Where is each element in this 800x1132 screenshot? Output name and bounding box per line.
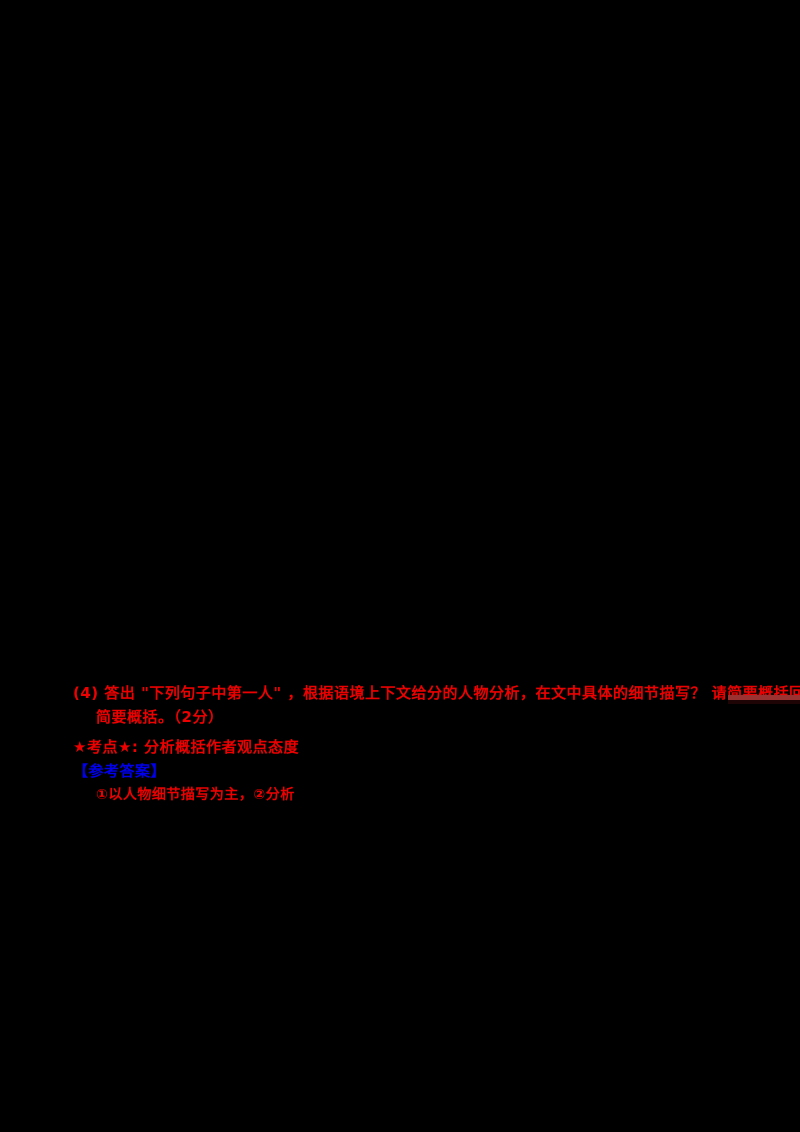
- reference-answer-body: ①以人物细节描写为主，②分析: [96, 787, 295, 803]
- scoring-point-line: ★考点★: 分析概括作者观点态度: [73, 738, 300, 756]
- question-line-1: (4) 答出 "下列句子中第一人" ，根据语境上下文给分的人物分析，在文中具体的…: [73, 684, 800, 702]
- right-edge-rule-shadow: [728, 700, 800, 704]
- question-line-2: 简要概括。（2分）: [96, 708, 224, 726]
- page-blank-region: [0, 0, 800, 680]
- reference-answer-heading: 【参考答案】: [73, 762, 167, 780]
